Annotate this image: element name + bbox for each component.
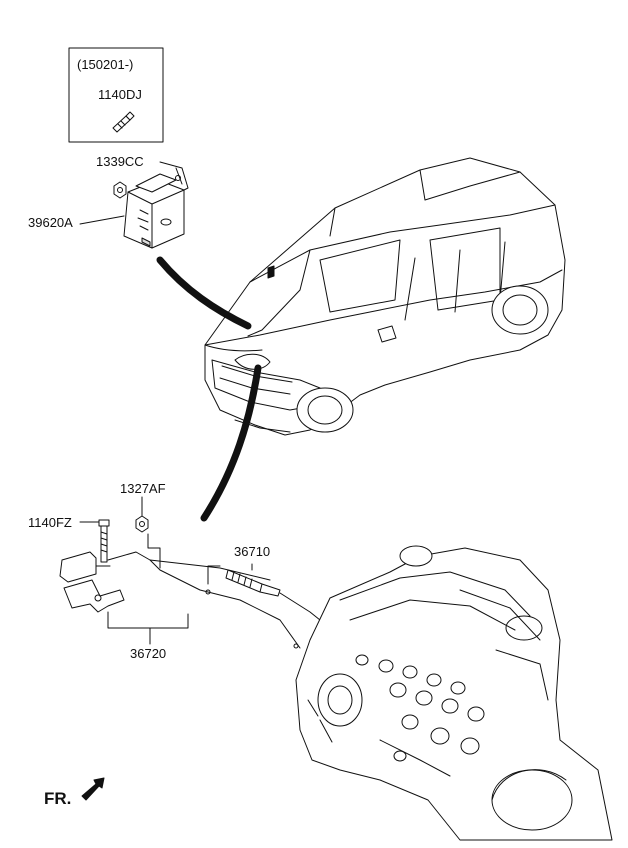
part-label-1140FZ: 1140FZ [28,515,72,530]
part-label-36710: 36710 [234,544,271,559]
part-label-1140DJ: 1140DJ [98,87,142,102]
part-label-36720: 36720 [130,646,167,661]
front-direction-label: FR. [44,789,72,808]
engine-icon [295,545,613,841]
part-label-39620A: 39620A [28,215,73,230]
callout-date-range: (150201-) [77,57,134,72]
nut-icon [135,515,149,533]
callout-box-frame [68,47,164,143]
module-icon [123,161,189,249]
nut-icon [113,181,127,199]
vehicle-icon [204,157,566,436]
pointer-arrow-sensor [200,364,262,522]
front-arrow-icon [81,777,105,801]
pointer-arrow-module [156,256,252,330]
bolt-icon [112,111,135,133]
part-label-1327AF: 1327AF [120,481,166,496]
bolt-icon [98,519,110,563]
bracket-icon [59,551,301,649]
part-label-1339CC: 1339CC [96,154,144,169]
